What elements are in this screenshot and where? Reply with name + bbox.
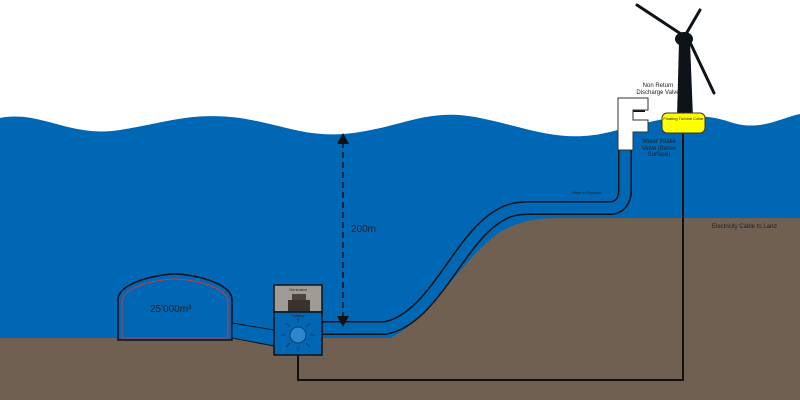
turbine-blades bbox=[635, 3, 716, 95]
non-return-valve bbox=[617, 97, 649, 151]
generator-label: Generator bbox=[288, 287, 307, 292]
volume-label: 25'000m³ bbox=[150, 304, 192, 315]
seabed bbox=[0, 218, 800, 400]
turbine-hub bbox=[675, 32, 693, 46]
collar-label: Floating Turbine Collar bbox=[663, 116, 704, 121]
pipeline-inner bbox=[322, 99, 645, 334]
floating-collar bbox=[661, 112, 706, 134]
electricity-cable bbox=[297, 130, 684, 381]
turbine-tower bbox=[677, 42, 693, 118]
tank-lining bbox=[121, 278, 229, 339]
turbine-icon bbox=[281, 318, 315, 352]
generator-block bbox=[288, 300, 310, 312]
cable-label: Electricity Cable to Land bbox=[712, 224, 777, 230]
non-return-valve-label: Non Return Discharge Valve bbox=[636, 83, 680, 96]
intake-valve-label: Water Intake Valve (Below Surface) bbox=[641, 139, 677, 159]
generator-top bbox=[292, 294, 306, 300]
storage-tank bbox=[117, 273, 233, 341]
turbine-label: Turbine bbox=[291, 313, 305, 318]
riser-label: Riser to Pipeline bbox=[572, 190, 602, 195]
depth-label: 200m bbox=[351, 224, 377, 235]
depth-arrow bbox=[337, 133, 349, 327]
